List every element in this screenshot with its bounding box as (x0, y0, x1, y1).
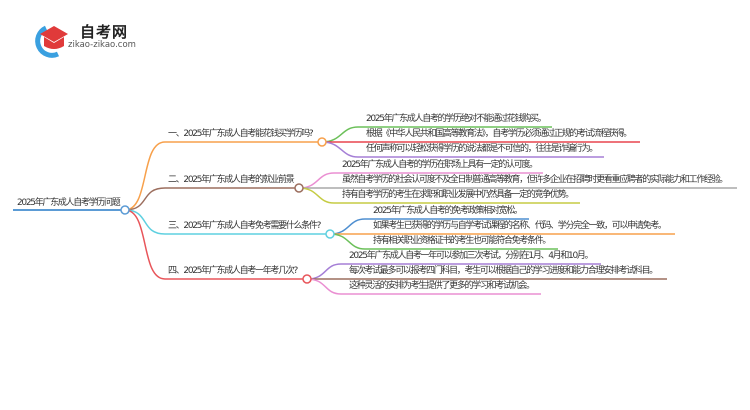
branch-connector (124, 141, 322, 211)
branch-connector (124, 187, 299, 211)
leaf-node-label[interactable]: 如果考生已获得的学历与自学考试课程的名称、代码、学分完全一致，可以申请免考。 (373, 221, 667, 231)
branch-connector (124, 209, 330, 235)
leaf-connector (298, 187, 580, 204)
logo-name: 自考网 (80, 23, 129, 41)
branch-collapse-toggle[interactable] (325, 229, 335, 239)
branch-collapse-toggle[interactable] (302, 274, 312, 284)
leaf-connector (306, 278, 541, 295)
logo-url: zikao-zikao.com (68, 40, 136, 50)
leaf-node-label[interactable]: 每次考试最多可以报考四门科目，考生可以根据自己的学习进度和能力合理安排考试科目。 (349, 266, 658, 276)
leaf-node-label[interactable]: 2025年广东成人自考一年可以参加三次考试，分别在1月、4月和10月。 (349, 251, 594, 261)
leaf-connector (329, 233, 558, 250)
root-node-label[interactable]: 2025年广东成人自考学历问题 (17, 198, 121, 208)
leaf-node-label[interactable]: 持有相关职业资格证书的考生也可能符合免考条件。 (373, 236, 551, 246)
leaf-node-label[interactable]: 持有自考学历的考生在求职和职业发展中仍然具备一定的竞争优势。 (342, 190, 574, 200)
leaf-node-label[interactable]: 2025年广东成人自考的免考政策相对宽松。 (373, 206, 523, 216)
branch-connector (124, 209, 307, 280)
branch-collapse-toggle[interactable] (294, 183, 304, 193)
branch-node-label[interactable]: 四、2025年广东成人自考一年考几次? (168, 266, 298, 276)
branch-collapse-toggle[interactable] (317, 137, 327, 147)
branch-node-label[interactable]: 一、2025年广东成人自考能花钱买学历吗? (168, 129, 314, 139)
root-collapse-toggle[interactable] (120, 205, 130, 215)
logo-icon (35, 25, 68, 58)
leaf-node-label[interactable]: 根据《中华人民共和国高等教育法》，自考学历必须通过正规的考试流程获得。 (366, 129, 632, 139)
branch-node-label[interactable]: 二、2025年广东成人自考的就业前景 (168, 175, 295, 185)
leaf-node-label[interactable]: 2025年广东成人自考的学历在职场上具有一定的认可度。 (342, 160, 538, 170)
leaf-node-label[interactable]: 虽然自考学历的社会认可度不及全日制普通高等教育，但许多企业在招聘时更看重应聘者的… (342, 175, 728, 185)
leaf-node-label[interactable]: 这种灵活的安排为考生提供了更多的学习和考试机会。 (349, 281, 535, 291)
leaf-node-label[interactable]: 2025年广东成人自考的学历绝对不能通过花钱购买。 (366, 114, 547, 124)
leaf-node-label[interactable]: 任何声称可以轻松获得学历的说法都是不可信的，往往是诈骗行为。 (366, 144, 598, 154)
leaf-connector (321, 141, 604, 158)
branch-node-label[interactable]: 三、2025年广东成人自考免考需要什么条件? (168, 221, 321, 231)
